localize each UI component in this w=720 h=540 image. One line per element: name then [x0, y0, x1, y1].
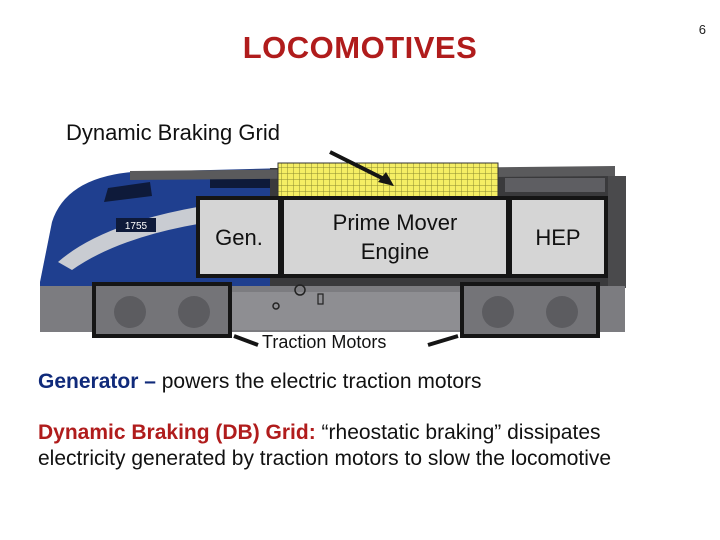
fuel-tank-valve	[317, 293, 324, 305]
traction-motors-label: Traction Motors	[262, 332, 387, 352]
grid-arrow-head	[378, 172, 394, 186]
prime-mover-line1: Prime Mover	[332, 210, 458, 235]
hep-box: HEP	[508, 196, 608, 278]
dynamic-braking-grid-label: Dynamic Braking Grid	[66, 120, 280, 145]
cab-number: 1755	[125, 221, 148, 232]
wheel	[546, 296, 578, 328]
motors-arrow-right	[427, 334, 459, 347]
prime-mover-line2: Engine	[360, 239, 430, 264]
db-term: Dynamic Braking (DB) Grid:	[38, 421, 322, 444]
hep-label: HEP	[535, 224, 581, 250]
wheel	[178, 296, 210, 328]
wheel	[482, 296, 514, 328]
locomotive-rear-cap	[608, 176, 626, 288]
generator-box: Gen.	[196, 196, 282, 278]
db-desc: “rheostatic braking” dissipates electric…	[38, 421, 612, 470]
grid-arrow	[329, 150, 387, 182]
fuel-tank	[232, 292, 464, 330]
vent-grille	[505, 178, 605, 192]
generator-description: Generator – powers the electric traction…	[38, 370, 482, 394]
slide-number: 6	[698, 22, 706, 37]
fuel-tank-cap	[294, 284, 306, 296]
locomotive-windshield	[104, 182, 152, 202]
generator-term: Generator –	[38, 370, 156, 393]
prime-mover-box: Prime Mover Engine	[280, 196, 510, 278]
page-title: LOCOMOTIVES	[242, 30, 478, 65]
generator-label: Gen.	[215, 224, 263, 250]
wheel	[114, 296, 146, 328]
db-description: Dynamic Braking (DB) Grid: “rheostatic b…	[38, 420, 678, 472]
cab-number-plate	[116, 218, 156, 232]
generator-desc: powers the electric traction motors	[155, 370, 482, 393]
motors-arrow-left	[233, 334, 259, 347]
fuel-tank-drain	[272, 302, 280, 310]
